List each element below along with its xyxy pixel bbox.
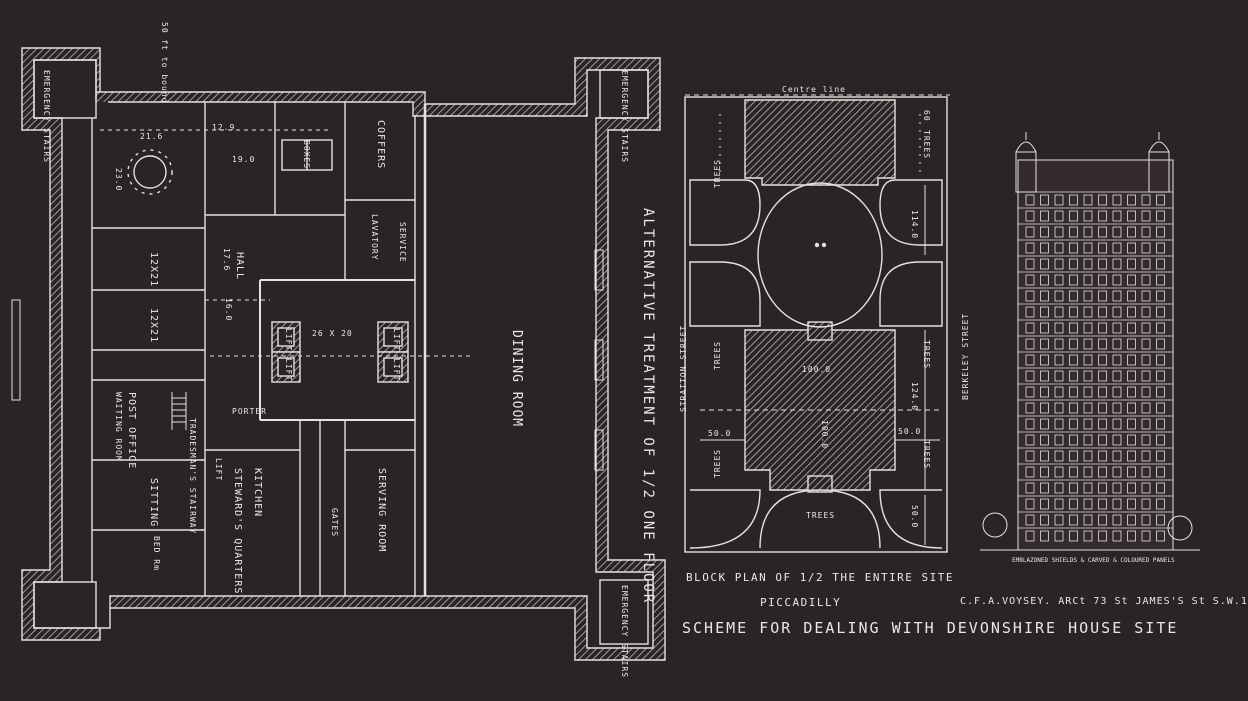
dimension-60: 60 — [922, 110, 931, 122]
dimension-top: 50 ft to bound — [160, 22, 169, 104]
sitting-label: SITTING — [148, 478, 159, 528]
trees-label-e: TREES — [922, 340, 931, 370]
lift-label-3: LIFT — [392, 328, 401, 352]
gates-label: GATES — [330, 508, 339, 538]
block-plan-caption: BLOCK PLAN OF 1/2 THE ENTIRE SITE — [686, 571, 955, 584]
waiting-room-label: WAITING ROOM — [114, 392, 123, 462]
dimension-50-b: 50.0 — [898, 427, 922, 436]
trees-label-s: TREES — [806, 511, 836, 520]
coffers-label: COFFERS — [375, 120, 386, 170]
lift-label-5: LIFT — [214, 458, 223, 482]
bed-room-label: BED Rm — [152, 536, 161, 571]
emergency-stairs-label-nw: EMERGENCY STAIRS — [42, 70, 51, 164]
berkeley-street-label: BERKELEY STREET — [961, 312, 970, 400]
emergency-stairs-label-ne: EMERGENCY STAIRS — [620, 70, 629, 164]
service-label: SERVICE — [398, 222, 407, 263]
porter-label: PORTER — [232, 407, 267, 416]
trees-label-sw: TREES — [713, 448, 722, 478]
piccadilly-label: PICCADILLY — [760, 596, 842, 609]
elevation-note: EMBLAZONED SHIELDS & CARVED & COLOURED P… — [1012, 557, 1175, 564]
dimension-100-a: 100.0 — [802, 365, 832, 374]
room-12x21-b: 12X21 — [148, 308, 159, 344]
centre-line-label: Centre line — [782, 85, 846, 94]
lift-label-1: LIFT — [284, 328, 293, 352]
dimension-12-9: 12.9 — [212, 123, 236, 132]
dimension-19-0: 19.0 — [232, 155, 256, 164]
drawing-sheet — [11, 47, 1200, 661]
dimension-21-6: 21.6 — [140, 132, 164, 141]
dining-room-label: DINING ROOM — [509, 330, 524, 428]
trees-label-w: TREES — [713, 340, 722, 370]
tower-elevation — [980, 132, 1200, 551]
lavatory-label: LAVATORY — [370, 214, 379, 261]
dimension-23-0: 23.0 — [114, 168, 123, 192]
trees-label-se: TREES — [922, 440, 931, 470]
lift-label-2: LIFT — [284, 358, 293, 382]
dimension-50-c: 50.0 — [910, 505, 919, 529]
hall-label: HALL — [234, 252, 245, 281]
emergency-stairs-label-se: EMERGENCY STAIRS — [620, 585, 629, 679]
alternative-treatment-label: ALTERNATIVE TREATMENT OF 1/2 ONE FLOOR — [640, 208, 656, 605]
tradesmans-stairway-label: TRADESMAN'S STAIRWAY — [188, 418, 197, 535]
dimension-16-0: 16.0 — [224, 298, 233, 322]
post-office-label: POST OFFICE — [126, 392, 137, 470]
dimension-17-6: 17.6 — [222, 248, 231, 272]
scheme-title: SCHEME FOR DEALING WITH DEVONSHIRE HOUSE… — [682, 619, 1179, 637]
block-plan — [684, 94, 950, 553]
architect-signature: C.F.A.VOYSEY. ARCt 73 St JAMES'S St S.W.… — [960, 596, 1248, 607]
boxes-label: BOXES — [302, 140, 311, 170]
stratton-street-label: STRATTON STREET — [679, 324, 688, 412]
dimension-100-b: 100.0 — [820, 420, 829, 450]
serving-room-label: SERVING ROOM — [376, 468, 387, 553]
trees-label-ne: TREES — [922, 130, 931, 160]
room-12x21-a: 12X21 — [148, 252, 159, 288]
lift-label-4: LIFT — [392, 358, 401, 382]
dimension-26x20: 26 X 20 — [312, 329, 353, 338]
dimension-124: 124.0 — [910, 382, 919, 412]
floor-plan — [11, 47, 666, 661]
trees-label-nw: TREES — [713, 158, 722, 188]
stewards-quarters-label: STEWARD'S QUARTERS — [232, 468, 243, 595]
dimension-50-a: 50.0 — [708, 429, 732, 438]
kitchen-label: KITCHEN — [252, 468, 263, 518]
dimension-114: 114.0 — [910, 210, 919, 240]
